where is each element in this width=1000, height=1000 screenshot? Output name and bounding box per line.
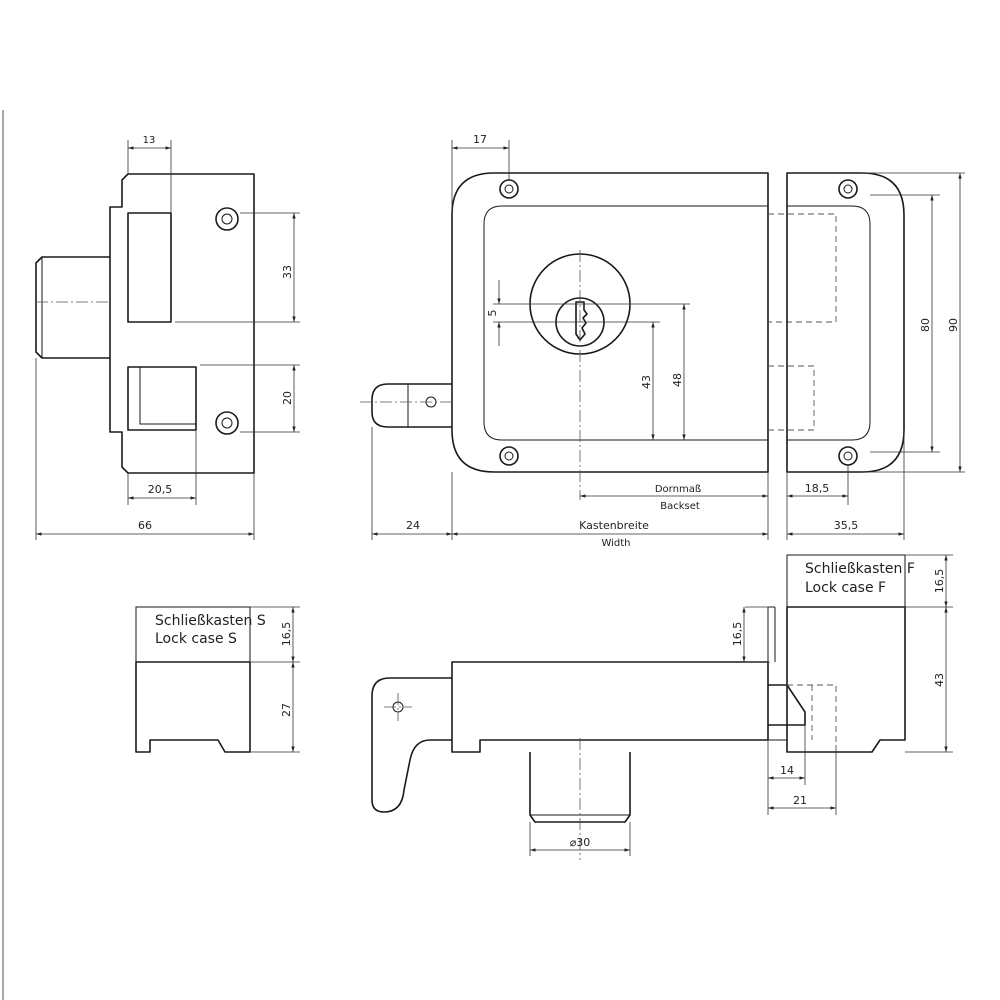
dim-20-5: 20,5 (148, 483, 173, 496)
dim-24: 24 (406, 519, 420, 532)
dim-diameter-30: ⌀30 (570, 836, 591, 849)
bottom-view-dimensions: 16,5 ⌀30 (529, 606, 770, 856)
lock-case-s-view: Schließkasten S Lock case S 16,5 27 (135, 606, 300, 753)
strike-screw-bottom (838, 446, 858, 466)
dim-66: 66 (138, 519, 152, 532)
lock-case-f-view: Schließkasten F Lock case F 16,5 43 14 2… (767, 554, 953, 815)
side-view-screw-hole-bottom (215, 411, 239, 435)
dim-27: 27 (280, 703, 293, 717)
dim-48: 48 (671, 373, 684, 387)
front-view-plate (451, 172, 769, 473)
front-view-dimensions: 17 5 43 48 Dornmaß Backset 24 Kastenbrei… (371, 133, 769, 549)
front-view-screw-bl (499, 446, 519, 466)
lock-case-s-body (135, 661, 251, 753)
dim-17: 17 (473, 133, 487, 146)
dim-80: 80 (919, 318, 932, 332)
dim-16-5-f: 16,5 (933, 569, 946, 594)
strike-box-front-dimensions: 80 90 18,5 35,5 (786, 172, 965, 540)
label-backset: Backset (660, 501, 700, 512)
strike-screw-top (838, 179, 858, 199)
dim-90: 90 (947, 318, 960, 332)
dim-18-5: 18,5 (805, 482, 830, 495)
label-width: Width (601, 538, 630, 549)
front-view-inner-recess (483, 205, 769, 441)
front-view-screw-tl (499, 179, 519, 199)
keyhole-icon (575, 301, 588, 341)
bottom-view-hook (371, 677, 452, 813)
dim-16-5-s: 16,5 (280, 622, 293, 647)
dim-14: 14 (780, 764, 794, 777)
dim-43-f: 43 (933, 673, 946, 687)
dim-21: 21 (793, 794, 807, 807)
dim-43: 43 (640, 375, 653, 389)
side-view-dimensions: 13 33 20 20,5 66 (35, 135, 300, 540)
strike-box-front-outline (786, 172, 905, 473)
dim-20: 20 (281, 391, 294, 405)
label-schliesskasten-f: Schließkasten F (805, 561, 915, 577)
front-view-bolt (371, 383, 452, 428)
side-view-cylinder (35, 256, 110, 359)
label-lock-case-f: Lock case F (805, 580, 886, 596)
dim-35-5: 35,5 (834, 519, 859, 532)
strike-box-front (786, 172, 905, 473)
side-view-upper-bolt (127, 212, 172, 323)
side-view-screw-hole-top (215, 207, 239, 231)
dim-16-5-mid: 16,5 (731, 622, 744, 647)
front-view (360, 172, 837, 500)
lock-case-f-latch (768, 684, 806, 726)
dim-13: 13 (143, 135, 156, 146)
dim-5: 5 (486, 310, 499, 317)
bottom-view (371, 606, 776, 860)
label-kastenbreite: Kastenbreite (579, 519, 649, 532)
side-view-lower-latch (127, 366, 197, 431)
dim-33: 33 (281, 265, 294, 279)
label-lock-case-s: Lock case S (155, 631, 237, 647)
side-view (35, 173, 255, 474)
label-dornmass: Dornmaß (655, 484, 701, 495)
side-view-body (109, 173, 255, 474)
label-schliesskasten-s: Schließkasten S (155, 613, 266, 629)
bottom-view-body (451, 661, 769, 753)
